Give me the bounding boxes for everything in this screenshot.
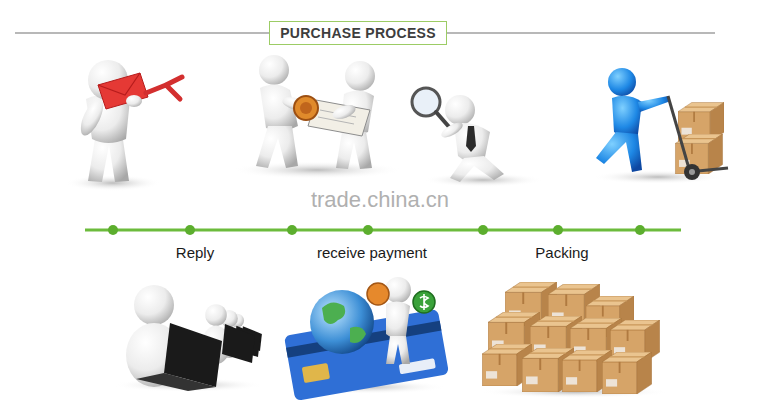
step-label: Reply [176, 244, 214, 261]
step-label: Packing [535, 244, 588, 261]
watermark: trade.china.cn [311, 187, 449, 213]
title: PURCHASE PROCESS [269, 21, 447, 45]
step-label: receive payment [317, 244, 427, 261]
